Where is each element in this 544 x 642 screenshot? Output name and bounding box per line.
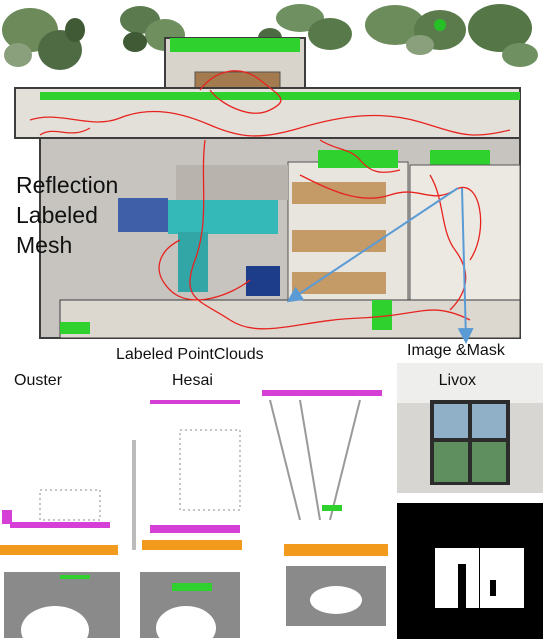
pointcloud-livox [262,390,388,626]
mesh-label-line-3: Mesh [16,232,73,258]
pointcloud-ouster [0,489,120,642]
tree-cluster-1 [2,8,85,70]
sensor-label-ouster: Ouster [14,372,63,389]
mesh-label-line-2: Labeled [16,202,98,228]
reflection-mesh-floorplan [14,37,521,339]
pointcloud-hesai [132,400,242,642]
mask-panel [397,503,543,639]
arrow-to-image [457,187,474,344]
photo-panel [397,363,543,493]
pointclouds-title: Labeled PointClouds [116,346,264,363]
tree-cluster-4 [365,5,466,55]
tree-cluster-5 [468,4,538,67]
sensor-label-hesai: Hesai [172,372,213,389]
mesh-label-line-1: Reflection [16,172,119,198]
image-mask-title: Image &Mask [407,342,505,359]
machine-blue [118,198,168,232]
trajectory [29,70,511,330]
arrow-to-pointclouds [286,187,459,303]
arrows [286,187,474,344]
tree-clusters [2,4,538,70]
sensor-label-livox: Livox [438,372,476,389]
mesh-label: Reflection Labeled Mesh [16,170,118,260]
